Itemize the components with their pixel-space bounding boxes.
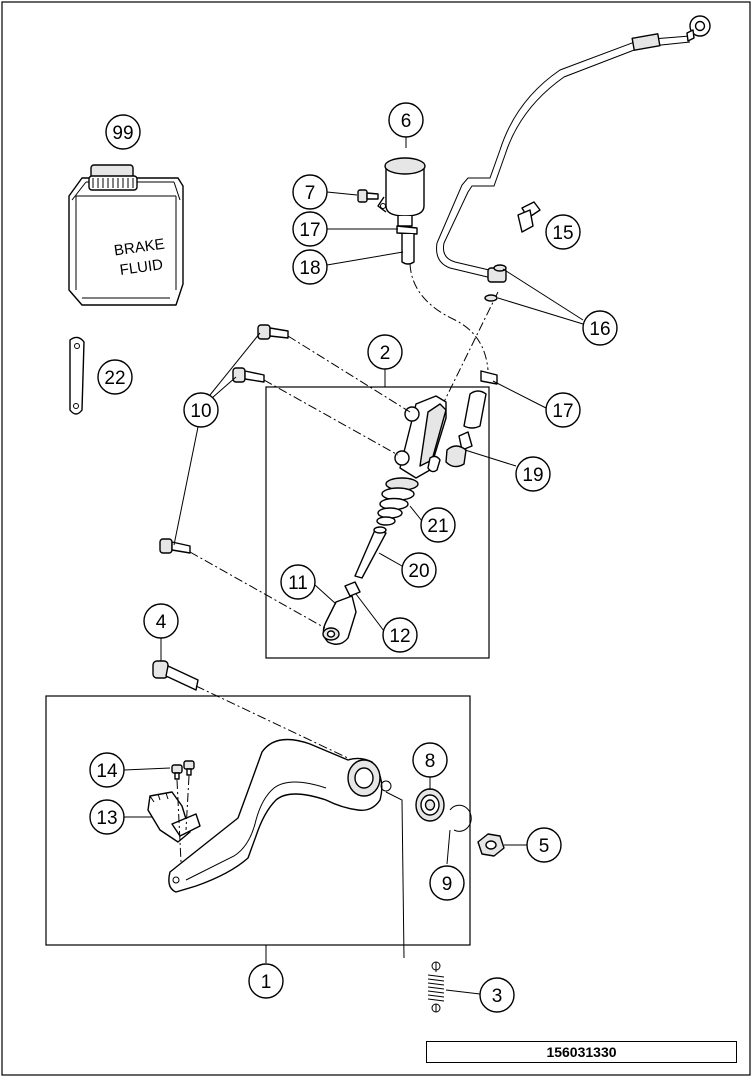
callout-19: 19 [515, 456, 551, 492]
circlip [449, 804, 472, 832]
callout-16: 16 [582, 310, 618, 346]
callout-16-number: 16 [589, 319, 610, 340]
drawing-number-box: 156031330 [426, 1041, 737, 1063]
brake-fluid-bottle: BRAKE FLUID [68, 164, 184, 306]
sealing-washers [484, 264, 507, 302]
callout-3-number: 3 [492, 986, 503, 1007]
callout-21-number: 21 [427, 516, 448, 537]
callout-9: 9 [429, 865, 465, 901]
callout-12: 12 [382, 617, 418, 653]
callout-14-number: 14 [96, 761, 118, 782]
brake-line [436, 15, 711, 411]
securing-clip [69, 336, 85, 415]
callout-15-number: 15 [552, 223, 573, 244]
bleeder-screw [517, 201, 541, 233]
step-screws [171, 760, 195, 863]
hose-clamp-lower [463, 370, 498, 429]
clevis [322, 595, 357, 645]
callout-17a-number: 17 [299, 220, 320, 241]
push-rod [354, 526, 387, 579]
callout-1: 1 [248, 963, 284, 999]
callout-17b-number: 17 [552, 401, 573, 422]
bottle-label-line-1: BRAKE [113, 236, 166, 260]
pedal-step [147, 791, 201, 843]
callout-17-lower: 17 [545, 392, 581, 428]
pivot-bolt [152, 660, 353, 761]
callouts: 99 6 7 17 18 15 16 2 22 10 17 19 21 20 1… [89, 102, 618, 1013]
callout-19-number: 19 [522, 465, 543, 486]
callout-18: 18 [292, 249, 328, 285]
callout-15: 15 [545, 214, 581, 250]
pedal-bearing [415, 788, 445, 822]
callout-6-number: 6 [401, 111, 412, 132]
callout-3: 3 [479, 977, 515, 1013]
callout-13-number: 13 [96, 808, 117, 829]
hose-clamp-upper [396, 225, 418, 235]
callout-9-number: 9 [442, 874, 453, 895]
callout-11: 11 [280, 564, 316, 600]
callout-10: 10 [183, 392, 219, 428]
callout-20: 20 [401, 552, 437, 588]
callout-22: 22 [97, 359, 133, 395]
callout-22-number: 22 [104, 368, 125, 389]
mounting-bolts [159, 324, 411, 629]
callout-12-number: 12 [389, 626, 410, 647]
master-cylinder [394, 395, 447, 479]
callout-18-number: 18 [299, 258, 320, 279]
assembly-frame-2 [265, 386, 490, 659]
leader-lines [123, 137, 584, 995]
callout-21: 21 [420, 507, 456, 543]
reservoir-screw [357, 189, 379, 203]
callout-4-number: 4 [156, 612, 167, 633]
callout-6: 6 [388, 102, 424, 138]
bottle-label-line-2: FLUID [119, 256, 164, 279]
callout-8: 8 [412, 742, 448, 778]
brake-fluid-reservoir [377, 157, 426, 227]
callout-8-number: 8 [425, 751, 436, 772]
callout-17-upper: 17 [292, 211, 328, 247]
brake-pedal [168, 738, 392, 893]
callout-5-number: 5 [539, 836, 550, 857]
callout-2-number: 2 [380, 343, 391, 364]
callout-11-number: 11 [288, 573, 308, 594]
hose-nipple [445, 431, 473, 468]
callout-2: 2 [367, 334, 403, 370]
reservoir-hose [401, 234, 489, 371]
callout-7: 7 [292, 174, 328, 210]
callout-13: 13 [89, 799, 125, 835]
dust-boot [376, 477, 419, 526]
callout-7-number: 7 [305, 183, 316, 204]
callout-1-number: 1 [261, 972, 272, 993]
return-spring [385, 791, 445, 1013]
callout-20-number: 20 [408, 561, 429, 582]
assembly-frame-1 [45, 695, 471, 946]
push-rod-nut [344, 581, 361, 597]
callout-99-number: 99 [112, 123, 133, 144]
callout-10-number: 10 [190, 401, 211, 422]
callout-14: 14 [89, 752, 125, 788]
callout-4: 4 [143, 603, 179, 639]
callout-99: 99 [105, 114, 141, 150]
callout-5: 5 [526, 827, 562, 863]
collar-nut [477, 833, 505, 857]
